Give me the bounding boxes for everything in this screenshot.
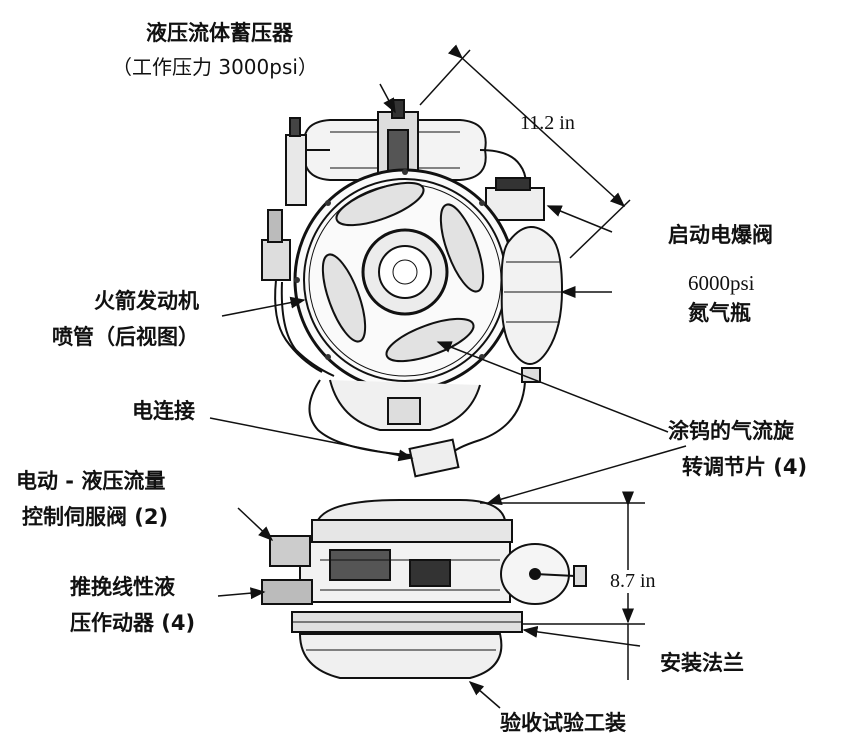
dim-top-label: 11.2 in — [520, 112, 575, 134]
actuator-label-1: 推挽线性液 — [70, 575, 175, 599]
nitrogen-label-1: 6000psi — [688, 271, 755, 295]
nozzle-label-2: 喷管（后视图） — [52, 325, 199, 349]
vanes-label-2: 转调节片 (4) — [682, 455, 808, 479]
side-view-assembly — [261, 499, 587, 679]
dimension-11-2 — [419, 44, 631, 259]
fixture-label: 验收试验工装 — [500, 711, 626, 735]
electrical-label: 电连接 — [132, 399, 195, 423]
leader-lines — [209, 83, 687, 709]
accumulator-label-2: （工作压力 3000psi） — [112, 55, 318, 79]
nitrogen-label-2: 氮气瓶 — [688, 301, 751, 325]
vanes-label-1: 涂钨的气流旋 — [668, 419, 794, 443]
nozzle-label-1: 火箭发动机 — [94, 289, 199, 313]
rear-view-assembly — [261, 99, 564, 478]
servo-label-1: 电动 - 液压流量 — [16, 469, 166, 493]
swirl-vanes — [321, 181, 485, 363]
electrical-connector — [408, 438, 460, 478]
test-fixture — [298, 633, 503, 679]
flange-label: 安装法兰 — [660, 651, 744, 675]
accumulator-label-1: 液压流体蓄压器 — [146, 21, 293, 45]
dimension-8-7 — [480, 491, 645, 680]
squib-valve-label: 启动电爆阀 — [668, 223, 773, 247]
servo-label-2: 控制伺服阀 (2) — [22, 505, 169, 529]
actuator-label-2: 压作动器 (4) — [70, 611, 196, 635]
dim-side-label: 8.7 in — [608, 570, 658, 593]
left-valve-block — [261, 117, 335, 377]
nitrogen-bottle — [500, 226, 564, 383]
